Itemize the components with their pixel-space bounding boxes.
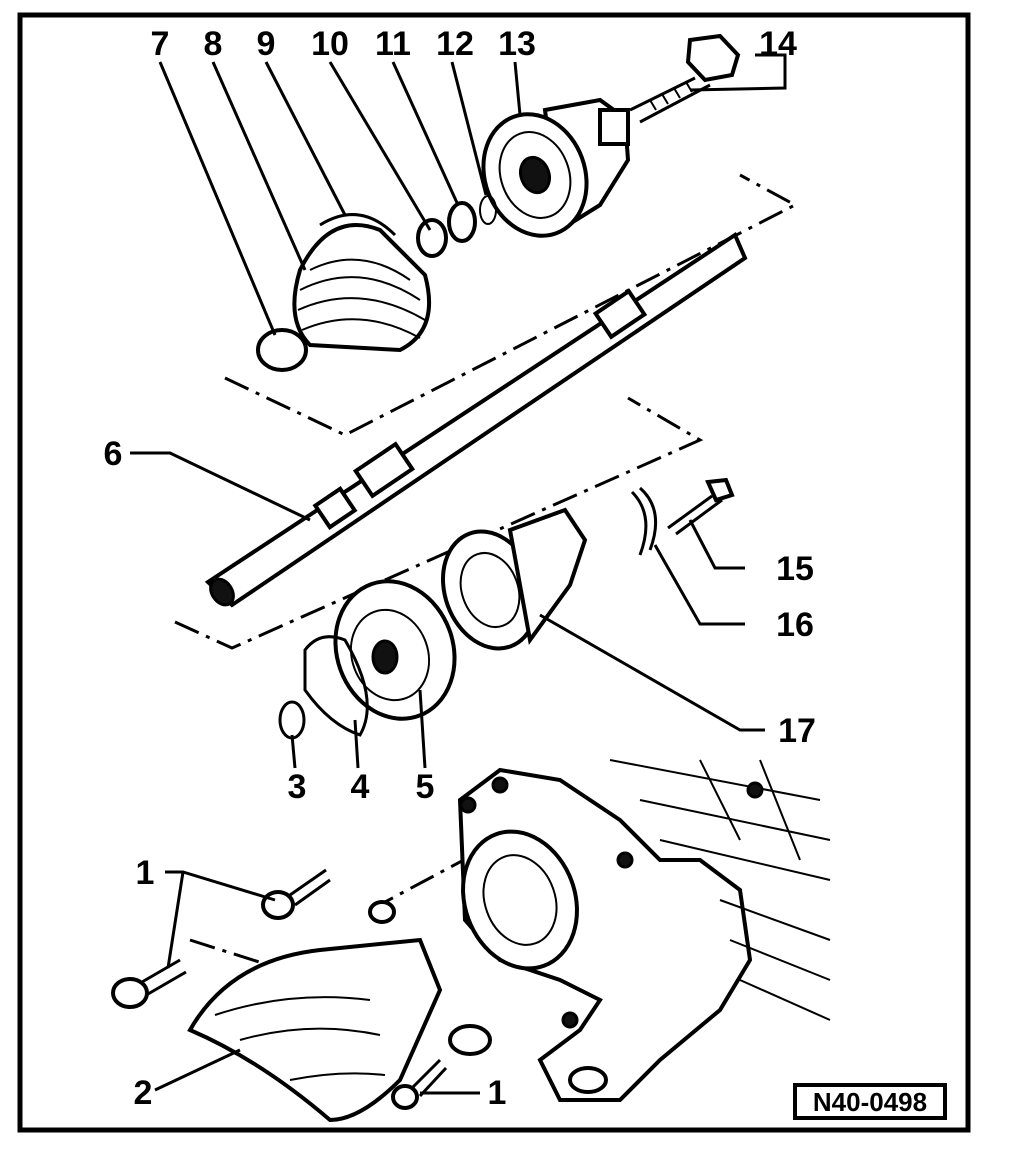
heat-shield-part-2 — [187, 900, 492, 1123]
callout-12: 12 — [436, 25, 474, 63]
diagram-frame — [17, 12, 971, 1133]
reference-code: N40-0498 — [813, 1087, 927, 1117]
circlip-part-3 — [278, 700, 306, 740]
callout-13: 13 — [498, 25, 536, 63]
thrust-washer-part-10 — [416, 218, 448, 258]
lock-plate-part-16 — [630, 486, 658, 556]
bolt-part-1-upper — [261, 868, 331, 920]
callout-15: 15 — [776, 550, 814, 588]
outer-cv-joint-part-13 — [481, 97, 631, 238]
lower-assembly-outline — [174, 396, 704, 650]
circlip-part-12 — [479, 195, 497, 225]
clamp-part-7 — [256, 328, 308, 372]
bolt-part-14 — [629, 33, 741, 124]
dished-washer-part-11 — [447, 201, 477, 243]
callout-1-lower: 1 — [488, 1074, 507, 1112]
transmission-housing — [457, 759, 831, 1102]
upper-assembly-outline — [224, 173, 799, 437]
callout-16: 16 — [776, 606, 814, 644]
leader-lines — [130, 53, 787, 1095]
callout-4: 4 — [351, 768, 370, 806]
callout-2: 2 — [134, 1074, 153, 1112]
drive-shaft-part-6 — [204, 232, 748, 608]
callout-8: 8 — [204, 25, 223, 63]
reference-code-box — [793, 1083, 947, 1120]
callout-1-upper: 1 — [136, 854, 155, 892]
callout-5: 5 — [416, 768, 435, 806]
boot-part-8 — [292, 223, 432, 353]
bolt-part-1-left — [111, 958, 187, 1009]
inner-boot-part-17 — [440, 507, 588, 651]
callout-9: 9 — [257, 25, 276, 63]
bolt-part-1-lower — [391, 1058, 448, 1110]
bolt-part-15 — [667, 477, 735, 536]
callout-14: 14 — [759, 25, 797, 63]
hose-clamp-part-9 — [319, 213, 397, 237]
callout-7: 7 — [151, 25, 170, 63]
callout-10: 10 — [311, 25, 349, 63]
callout-11: 11 — [375, 25, 411, 63]
callout-17: 17 — [778, 712, 816, 750]
gasket-part-4 — [303, 635, 369, 737]
callout-6: 6 — [104, 435, 123, 473]
callout-3: 3 — [288, 768, 307, 806]
